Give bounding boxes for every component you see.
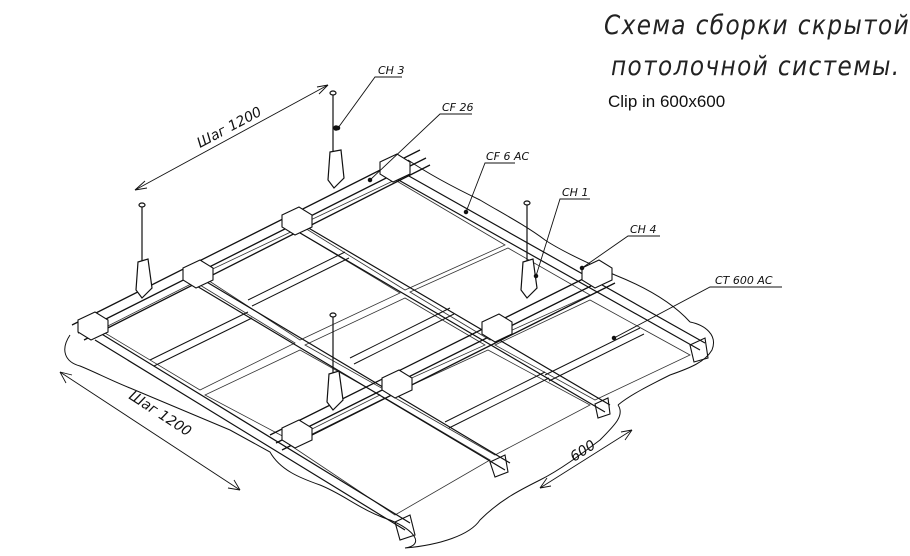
rail-end-caps: [394, 337, 709, 541]
callout-label-ch3: СН 3: [378, 64, 404, 77]
tile: [304, 297, 486, 391]
dimension-label-bottom-step: Шаг 1200: [126, 388, 194, 440]
ceiling-tiles: [99, 179, 691, 516]
secondary-tee: [247, 251, 350, 307]
secondary-tee: [544, 327, 645, 382]
hangers: [135, 90, 538, 411]
connector-block: [77, 311, 109, 341]
leader-ch1: [535, 198, 590, 277]
cross-profile: [194, 277, 511, 471]
end-cap: [689, 337, 709, 363]
arrow: [134, 180, 148, 191]
end-cap: [489, 454, 509, 478]
tile: [99, 281, 296, 391]
cross-profile: [94, 332, 411, 531]
arrow: [227, 479, 241, 491]
arrow: [620, 429, 633, 441]
dimension-line-bottom-step: [59, 371, 241, 491]
callout-label-cf6ac: CF 6 AC: [486, 150, 530, 163]
connector-block: [481, 313, 513, 343]
connector-block: [281, 419, 313, 449]
diagram-title-line-2: потолочной системы.: [611, 51, 901, 82]
arrow: [539, 477, 552, 489]
hanger-rod: [520, 200, 538, 299]
callout-leaders: [335, 76, 782, 341]
connector-block: [182, 259, 214, 289]
leader-ch3: [337, 76, 402, 129]
rail-connectors: [77, 153, 613, 449]
tile: [494, 299, 691, 401]
secondary-tees: [149, 251, 645, 429]
leader-cf26: [369, 113, 472, 181]
tile: [199, 229, 401, 341]
connector-block: [381, 369, 413, 399]
callout-label-cf26: CF 26: [442, 101, 474, 114]
arrow: [316, 84, 329, 95]
secondary-tee: [444, 371, 550, 429]
cross-profiles: [94, 170, 706, 531]
dimension-lines: [59, 84, 633, 491]
leader-ch4: [581, 235, 660, 269]
dimension-line-top-step: [134, 84, 329, 191]
secondary-tee: [349, 307, 455, 365]
leader-ct600ac: [613, 286, 782, 339]
carrier-rail: [71, 149, 431, 341]
cross-profile: [294, 222, 611, 413]
ceiling-break-outline: [64, 159, 714, 549]
carrier-rail: [269, 267, 616, 451]
cross-profile: [394, 170, 706, 351]
main-carrier-rails: [71, 149, 616, 451]
secondary-tee: [149, 311, 253, 367]
tile: [289, 397, 491, 516]
hanger-rod: [326, 312, 344, 411]
connector-block: [281, 206, 313, 236]
tile: [389, 349, 591, 456]
diagram-subtitle: Clip in 600x600: [608, 92, 726, 111]
end-cap: [594, 397, 611, 419]
callout-label-ch1: СН 1: [562, 186, 588, 199]
dimension-line-panel: [539, 429, 633, 489]
leader-cf6ac: [465, 162, 515, 213]
hanger-rod: [327, 90, 345, 189]
connector-block: [581, 259, 613, 289]
hanger-rod: [135, 202, 153, 299]
tile: [299, 179, 506, 291]
callout-label-ct600ac: CT 600 AC: [715, 274, 773, 287]
dimension-label-top-step: Шаг 1200: [194, 104, 264, 151]
arrow: [59, 371, 73, 384]
callout-label-ch4: СН 4: [630, 223, 656, 236]
end-cap: [394, 514, 416, 541]
diagram-title-line-1: Схема сборки скрытой: [604, 10, 910, 41]
